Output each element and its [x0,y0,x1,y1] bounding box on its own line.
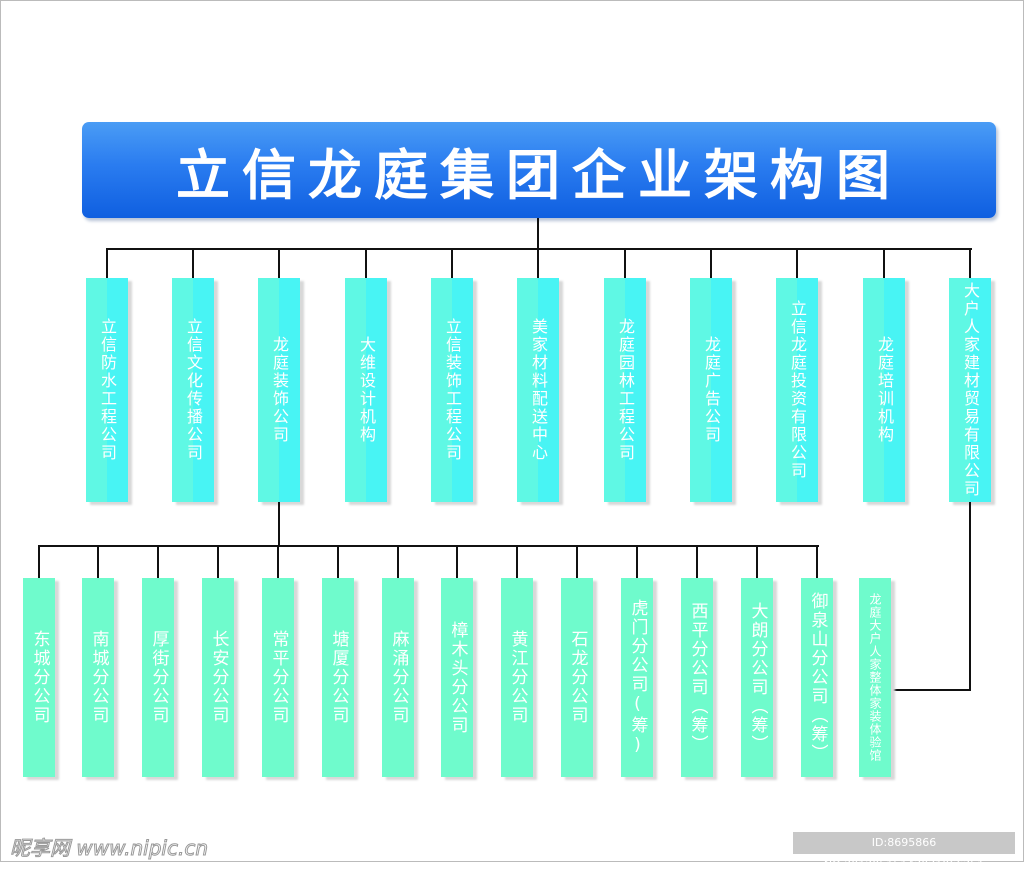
branch-box-label: 虎门分公司(筹) [627,598,648,757]
branch-box: 麻涌分公司 [382,578,414,777]
image-id-label: ID:8695866 NO:20120515143031066351 [793,832,1015,871]
branch-box: 黄江分公司 [501,578,533,777]
branch-box-label: 御泉山分公司（筹） [807,592,828,763]
connector-branch [337,545,339,578]
department-box: 立信装饰工程公司 [431,278,473,502]
connector-dept [192,248,194,278]
branch-box-label: 黄江分公司 [507,630,528,725]
connector-hall-vertical [969,502,971,691]
connector-dept [796,248,798,278]
department-box: 龙庭园林工程公司 [604,278,646,502]
connector-branch [576,545,578,578]
connector-branch [277,545,279,578]
branch-box: 常平分公司 [262,578,294,777]
department-box-label: 大户人家建材贸易有限公司 [961,282,980,498]
branch-box: 长安分公司 [202,578,234,777]
department-box-label: 龙庭广告公司 [702,336,721,444]
department-box: 龙庭装饰公司 [258,278,300,502]
branch-box-label: 厚街分公司 [148,630,169,725]
title-banner: 立信龙庭集团企业架构图 [82,122,996,218]
branch-box-label: 东城分公司 [29,630,50,725]
connector-root [537,218,539,249]
branch-box-label: 樟木头分公司 [447,620,468,735]
connector-branch [516,545,518,578]
connector-dept [624,248,626,278]
connector-branch [157,545,159,578]
branch-box-label: 塘厦分公司 [328,630,349,725]
department-box-label: 立信文化传播公司 [184,318,203,462]
branch-box: 石龙分公司 [561,578,593,777]
department-box: 大维设计机构 [345,278,387,502]
department-box: 立信龙庭投资有限公司 [776,278,818,502]
department-box-label: 立信装饰工程公司 [443,318,462,462]
branch-box-label: 长安分公司 [208,630,229,725]
branch-box: 大朗分公司（筹） [741,578,773,777]
branch-box-label: 石龙分公司 [567,630,588,725]
department-box: 大户人家建材贸易有限公司 [949,278,991,502]
department-box-label: 龙庭园林工程公司 [616,318,635,462]
department-box-label: 龙庭装饰公司 [270,336,289,444]
department-box: 龙庭培训机构 [863,278,905,502]
branch-box-label: 西平分公司（筹） [687,601,708,754]
experience-hall-box: 龙庭大户人家整体家装体验馆 [859,578,891,777]
department-box: 立信文化传播公司 [172,278,214,502]
connector-dept [278,248,280,278]
connector-departments [106,248,972,250]
branch-box: 东城分公司 [23,578,55,777]
chart-title: 立信龙庭集团企业架构图 [176,142,902,207]
department-box: 龙庭广告公司 [690,278,732,502]
branch-box: 厚街分公司 [142,578,174,777]
branch-box: 西平分公司（筹） [681,578,713,777]
connector-branches [38,545,819,547]
branch-box-label: 麻涌分公司 [388,630,409,725]
connector-dept [969,248,971,278]
connector-branch [397,545,399,578]
watermark-logo: 昵享网 www.nipic.cn [9,836,209,861]
experience-hall-box-label: 龙庭大户人家整体家装体验馆 [868,593,882,762]
connector-dept [365,248,367,278]
connector-branch [456,545,458,578]
branch-box-label: 常平分公司 [268,630,289,725]
connector-branch [217,545,219,578]
branch-box-label: 南城分公司 [88,630,109,725]
connector-dept [537,248,539,278]
branch-box: 御泉山分公司（筹） [801,578,833,777]
branch-box: 南城分公司 [82,578,114,777]
connector-hall-horizontal [891,689,971,691]
branch-box: 虎门分公司(筹) [621,578,653,777]
department-box: 美家材料配送中心 [517,278,559,502]
connector-dept [710,248,712,278]
connector-branch [97,545,99,578]
connector-decoration [278,502,280,546]
connector-branch [696,545,698,578]
branch-box: 塘厦分公司 [322,578,354,777]
connector-branch [756,545,758,578]
connector-dept [883,248,885,278]
connector-branch [636,545,638,578]
connector-branch [816,545,818,578]
connector-dept [106,248,108,278]
department-box: 立信防水工程公司 [86,278,128,502]
department-box-label: 立信龙庭投资有限公司 [788,300,807,480]
department-box-label: 美家材料配送中心 [529,318,548,462]
branch-box-label: 大朗分公司（筹） [747,601,768,754]
department-box-label: 龙庭培训机构 [875,336,894,444]
branch-box: 樟木头分公司 [441,578,473,777]
department-box-label: 大维设计机构 [357,336,376,444]
connector-branch [38,545,40,578]
connector-dept [451,248,453,278]
department-box-label: 立信防水工程公司 [98,318,117,462]
